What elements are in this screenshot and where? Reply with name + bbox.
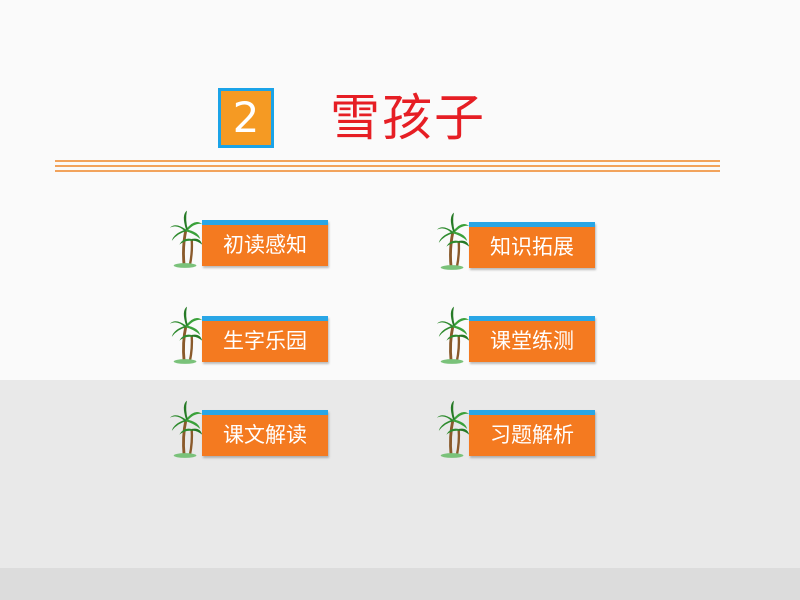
- menu-item-label: 生字乐园: [223, 329, 307, 353]
- slide-background-top: [0, 0, 800, 380]
- slide-background-bottom: [0, 568, 800, 600]
- menu-item-button[interactable]: 课文解读: [202, 410, 328, 456]
- menu-item-label: 课堂练测: [490, 329, 574, 353]
- header-divider-line: [55, 170, 720, 172]
- palm-tree-icon: [168, 209, 204, 270]
- menu-item-kewen-jiedu[interactable]: 课文解读: [168, 399, 338, 460]
- menu-item-label: 初读感知: [223, 233, 307, 257]
- menu-item-label: 知识拓展: [490, 235, 574, 259]
- menu-item-label: 习题解析: [490, 423, 574, 447]
- menu-item-shengzi-leyuan[interactable]: 生字乐园: [168, 305, 338, 366]
- menu-item-button[interactable]: 习题解析: [469, 410, 595, 456]
- header-divider-line: [55, 165, 720, 167]
- menu-item-button[interactable]: 初读感知: [202, 220, 328, 266]
- lesson-title: 雪孩子: [330, 89, 486, 147]
- menu-item-label: 课文解读: [223, 423, 307, 447]
- palm-tree-icon: [435, 399, 471, 460]
- palm-tree-icon: [168, 399, 204, 460]
- menu-item-zhishi-tuozhan[interactable]: 知识拓展: [435, 211, 605, 272]
- lesson-number-badge: 2: [218, 88, 274, 148]
- menu-item-button[interactable]: 生字乐园: [202, 316, 328, 362]
- menu-item-xiti-jiexi[interactable]: 习题解析: [435, 399, 605, 460]
- menu-item-button[interactable]: 知识拓展: [469, 222, 595, 268]
- header-divider-line: [55, 160, 720, 162]
- palm-tree-icon: [168, 305, 204, 366]
- menu-item-ketang-lianche[interactable]: 课堂练测: [435, 305, 605, 366]
- menu-item-chudu-ganzhi[interactable]: 初读感知: [168, 209, 338, 270]
- slide-background-band: [0, 380, 800, 568]
- palm-tree-icon: [435, 305, 471, 366]
- menu-item-button[interactable]: 课堂练测: [469, 316, 595, 362]
- palm-tree-icon: [435, 211, 471, 272]
